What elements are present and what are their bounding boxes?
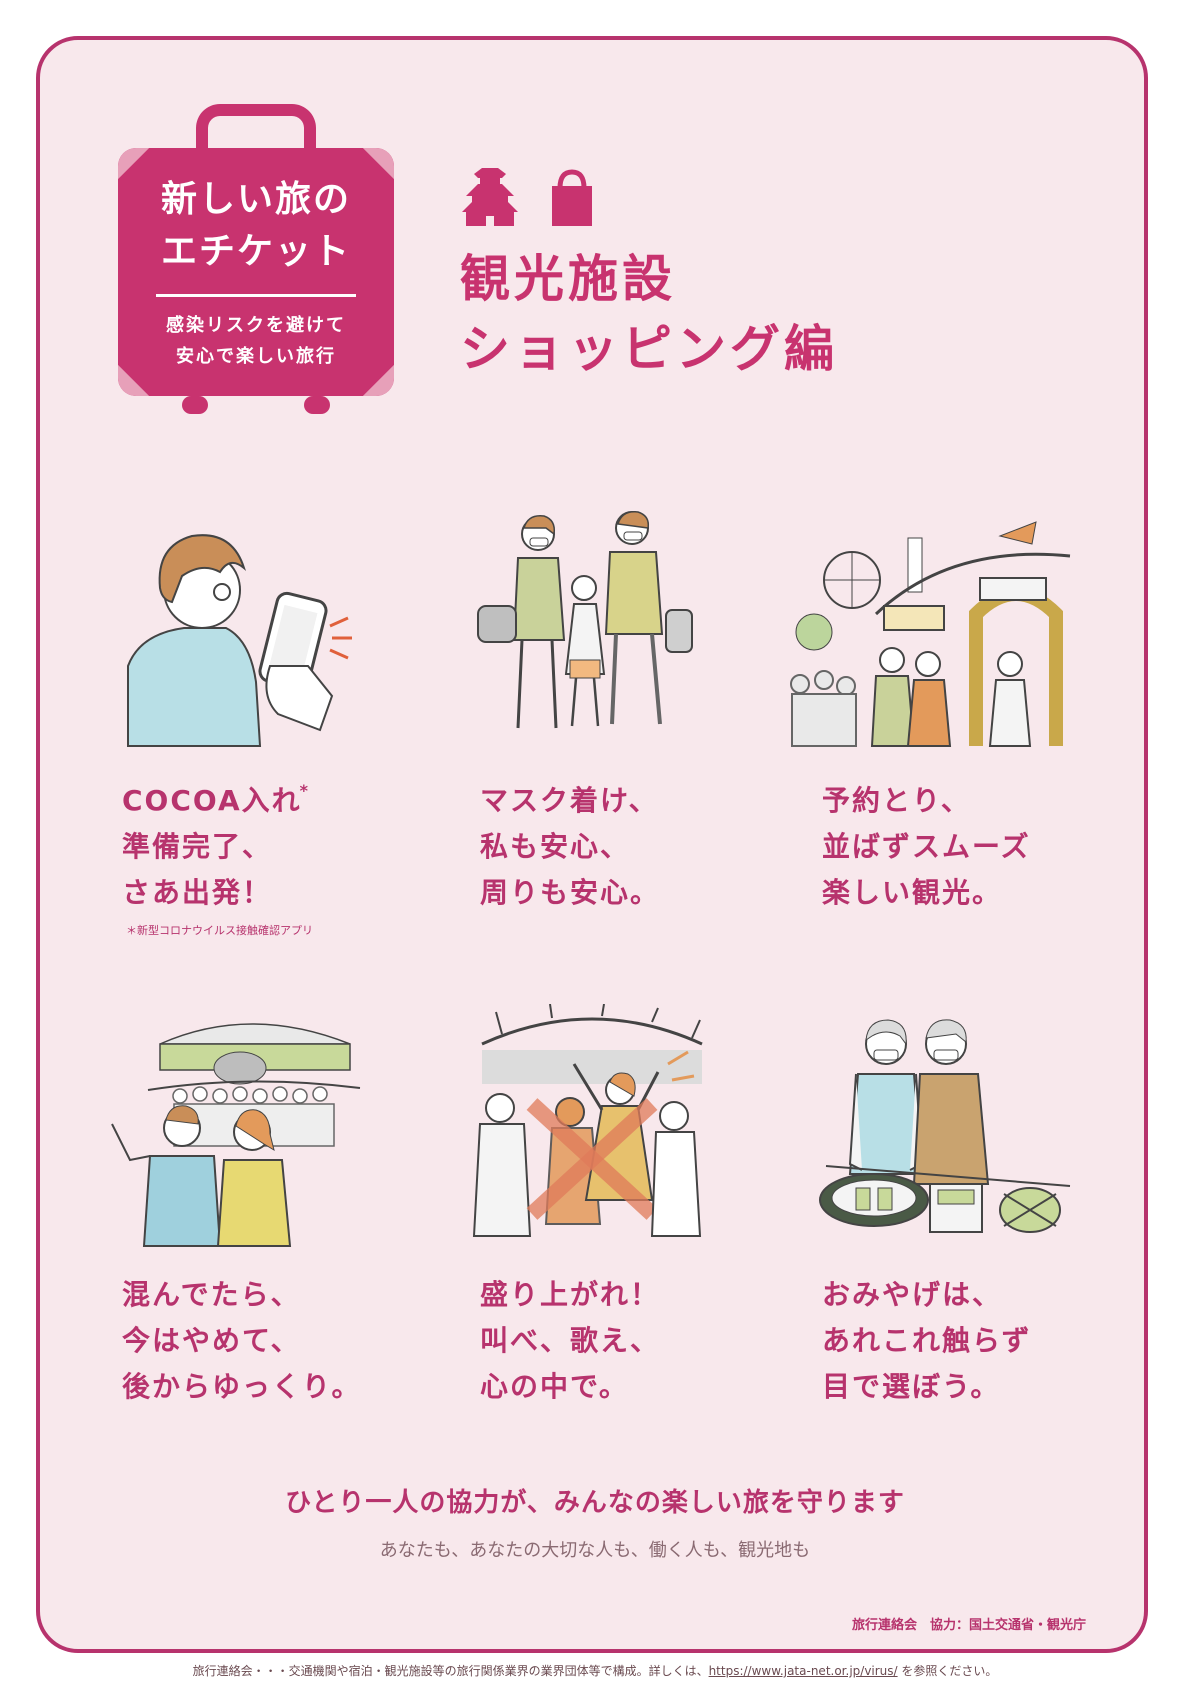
suitcase-wheel <box>182 396 208 414</box>
sub-slogan: あなたも、あなたの大切な人も、働く人も、観光地も <box>379 1540 811 1561</box>
caption-line: 今はやめて、 <box>122 1324 301 1357</box>
bottom-note-end: を参照ください。 <box>897 1664 998 1678</box>
caption-line: 叫べ、歌え、 <box>480 1324 661 1357</box>
badge-title-line1: 新しい旅の <box>160 179 351 220</box>
phone-app-icon <box>120 516 390 756</box>
page-title-line1: 観光施設 <box>460 250 676 308</box>
concert-icon <box>462 1003 732 1244</box>
credit: 旅行連絡会 協力：国土交通省・観光庁 <box>851 1618 1086 1633</box>
badge-subtitle: 感染リスクを避けて 安心で楽しい旅行 <box>118 310 394 372</box>
caption-line: あれこれ触らず <box>822 1324 1032 1357</box>
caption-souvenir: おみやげは、 あれこれ触らず 目で選ぼう。 <box>822 1272 1142 1410</box>
caption-mask: マスク着け、 私も安心、 周りも安心。 <box>480 778 800 916</box>
title-icons <box>460 166 620 234</box>
suitcase-wheel <box>304 396 330 414</box>
shopping-bag-icon <box>552 169 592 226</box>
bottom-url-link[interactable]: https://www.jata-net.or.jp/virus/ <box>708 1664 898 1678</box>
caption-line: 周りも安心。 <box>480 876 661 909</box>
ticket-gate-icon <box>780 514 1071 754</box>
asterisk-mark: * <box>299 781 310 800</box>
suitcase-body: 新しい旅の エチケット 感染リスクを避けて 安心で楽しい旅行 <box>118 148 394 396</box>
crowded-zoo-icon <box>100 1010 370 1250</box>
caption-text: COCOA入れ <box>122 784 302 817</box>
badge-divider <box>156 294 356 297</box>
caption-line: 楽しい観光。 <box>822 876 1003 909</box>
caption-line: 予約とり、 <box>822 784 971 817</box>
footnote: ＊新型コロナウイルス接触確認アプリ <box>126 924 313 937</box>
caption-crowd: 混んでたら、 今はやめて、 後からゆっくり。 <box>122 1272 442 1410</box>
caption-line: さあ出発！ <box>122 876 273 909</box>
caption-line: 心の中で。 <box>480 1370 629 1403</box>
caption-line: 混んでたら、 <box>122 1278 301 1311</box>
bottom-note: 旅行連絡会・・・交通機関や宿泊・観光施設等の旅行関係業界の業界団体等で構成。詳し… <box>0 1662 1190 1679</box>
caption-line: COCOA入れ* <box>122 778 442 824</box>
caption-line: おみやげは、 <box>822 1278 1003 1311</box>
badge-subtitle-line1: 感染リスクを避けて <box>166 315 346 336</box>
badge-title-line2: エチケット <box>160 231 351 272</box>
page-title: 観光施設 ショッピング編 <box>460 244 838 384</box>
badge-subtitle-line2: 安心で楽しい旅行 <box>176 346 336 367</box>
souvenir-shop-icon <box>810 1014 1080 1254</box>
caption-line: 盛り上がれ！ <box>480 1278 661 1311</box>
caption-concert: 盛り上がれ！ 叫べ、歌え、 心の中で。 <box>480 1272 800 1410</box>
caption-cocoa: COCOA入れ* 準備完了、 さあ出発！ <box>122 778 442 916</box>
masked-family-icon <box>466 510 736 750</box>
bottom-note-text: 旅行連絡会・・・交通機関や宿泊・観光施設等の旅行関係業界の業界団体等で構成。詳し… <box>192 1664 709 1678</box>
caption-reservation: 予約とり、 並ばずスムーズ 楽しい観光。 <box>822 778 1142 916</box>
caption-line: 準備完了、 <box>122 830 273 863</box>
slogan: ひとり一人の協力が、みんなの楽しい旅を守ります <box>285 1488 905 1518</box>
page-title-line2: ショッピング編 <box>460 320 838 378</box>
badge-title: 新しい旅の エチケット <box>118 174 394 278</box>
caption-line: マスク着け、 <box>480 784 659 817</box>
caption-line: 目で選ぼう。 <box>822 1370 1001 1403</box>
caption-line: 後からゆっくり。 <box>122 1370 362 1403</box>
suitcase-badge: 新しい旅の エチケット 感染リスクを避けて 安心で楽しい旅行 <box>118 104 394 420</box>
caption-line: 私も安心、 <box>480 830 631 863</box>
castle-icon <box>462 168 518 226</box>
caption-line: 並ばずスムーズ <box>822 830 1031 863</box>
